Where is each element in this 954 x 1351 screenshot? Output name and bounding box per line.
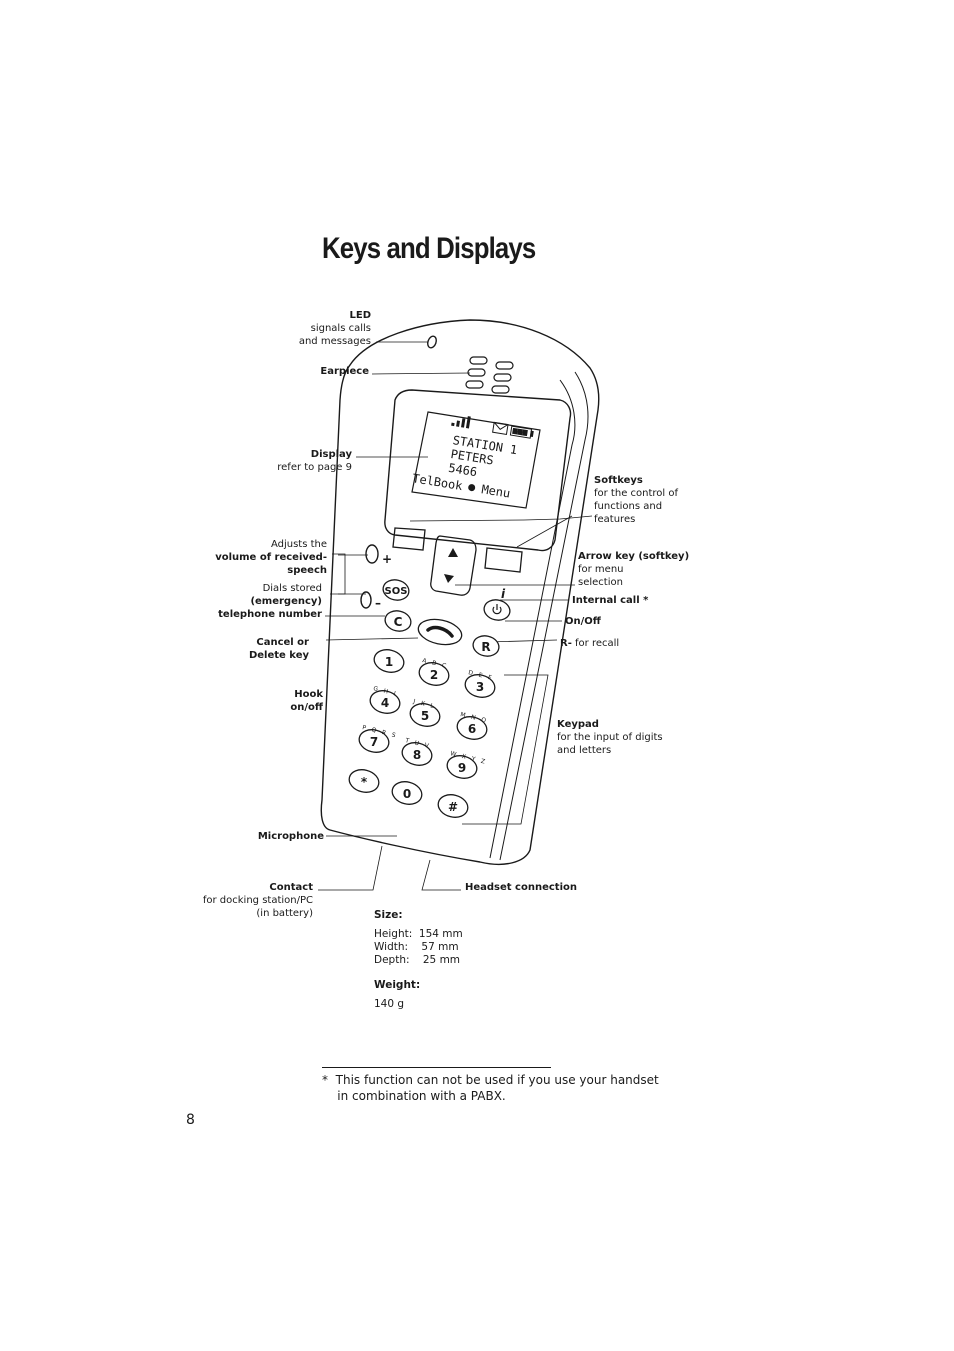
message-envelope-icon (492, 421, 509, 435)
recall-key-label: R (481, 640, 490, 654)
label-onoff: On/Off (565, 616, 601, 627)
spec-height: Height: 154 mm (374, 928, 463, 940)
label-internal-call: Internal call * (572, 595, 649, 606)
page-number: 8 (186, 1112, 195, 1128)
sos-key (382, 579, 410, 601)
info-icon: i (501, 587, 506, 601)
keypad-digit: 6 (468, 722, 476, 736)
led-indicator (427, 335, 437, 349)
volume-key (365, 544, 379, 564)
keypad-key-1[interactable] (372, 647, 406, 676)
display-line-3: 5466 (447, 461, 478, 479)
earpiece-grille (465, 356, 514, 394)
footnote: * This function can not be used if you u… (322, 1073, 659, 1103)
signal-strength-icon (451, 416, 471, 429)
keypad-digit: 5 (421, 709, 429, 723)
cancel-key-label: C (394, 615, 403, 629)
label-keypad: Keypad for the input of digits and lette… (557, 719, 663, 756)
keypad-digit: * (361, 775, 368, 789)
lcd-content: STATION 1 PETERS 5466 TelBook Menu (411, 416, 534, 501)
label-arrow-key: Arrow key (softkey) for menu selection (578, 551, 690, 588)
sos-side-key (360, 591, 372, 609)
footnote-rule (322, 1067, 551, 1068)
label-led: LED signals calls and messages (298, 310, 371, 347)
keypad-key-8[interactable] (400, 740, 434, 769)
minus-sign: – (375, 596, 381, 610)
keypad-key-7[interactable] (357, 727, 391, 756)
keypad-digit: # (448, 800, 458, 814)
sos-key-label: SOS (385, 586, 408, 597)
label-earpiece: Earpiece (320, 366, 369, 377)
spec-width: Width: 57 mm (374, 941, 459, 953)
keypad-key-2[interactable] (417, 660, 451, 689)
display-softkey-right-label: Menu (480, 482, 511, 500)
label-microphone: Microphone (257, 831, 324, 842)
keypad-digit: 3 (476, 680, 484, 694)
spec-weight: 140 g (374, 998, 405, 1010)
softkey-left (392, 527, 426, 551)
hook-key (417, 618, 463, 646)
keypad-digit: 9 (458, 761, 466, 775)
cancel-key (384, 610, 412, 632)
label-recall: R- for recall (560, 638, 620, 649)
keypad-key-6[interactable] (455, 714, 489, 743)
recall-key (472, 635, 500, 657)
display-line-2: PETERS (450, 447, 495, 468)
keypad-key-0[interactable] (390, 779, 424, 808)
label-softkeys: Softkeys for the control of functions an… (594, 475, 678, 525)
keypad-key-9[interactable] (445, 753, 479, 782)
size-heading: Size: (374, 909, 403, 921)
navigation-dot-icon (468, 484, 476, 492)
keypad-digit: 8 (413, 748, 421, 762)
keypad-digit: 4 (381, 696, 389, 710)
page-title: Keys and Displays (322, 232, 536, 265)
keypad-key-3[interactable] (463, 672, 497, 701)
handset-body (320, 319, 600, 866)
keypad-digit: 0 (403, 787, 411, 801)
arrow-down-icon (444, 574, 454, 583)
label-display: Display refer to page 9 (277, 449, 352, 473)
arrow-key (430, 535, 477, 596)
keypad-digit: 7 (370, 735, 378, 749)
softkey-right (484, 547, 523, 573)
keypad-digit: 1 (385, 655, 393, 669)
label-emergency-dial: Dials stored (emergency) telephone numbe… (218, 583, 322, 620)
label-volume: Adjusts the volume of received- speech (215, 539, 327, 576)
display-bezel (384, 389, 572, 552)
label-cancel: Cancel or Delete key (248, 637, 309, 661)
keypad-key-hash[interactable] (436, 792, 470, 821)
keypad-digit: 2 (430, 668, 438, 682)
plus-sign: + (382, 552, 392, 566)
keypad-key-star[interactable] (347, 767, 381, 796)
keypad: 12A B C3D E F4G H I5J K L6M N O7P Q R S8… (347, 647, 497, 821)
label-headset: Headset connection (465, 882, 577, 893)
keypad-key-5[interactable] (408, 701, 442, 730)
specifications: Size: Height: 154 mm Width: 57 mm Depth:… (374, 909, 463, 1011)
arrow-up-icon (448, 548, 458, 557)
spec-depth: Depth: 25 mm (374, 954, 461, 966)
label-hook: Hook on/off (290, 689, 323, 713)
handset-icon (426, 625, 454, 638)
weight-heading: Weight: (374, 979, 421, 991)
keypad-key-4[interactable] (368, 688, 402, 717)
battery-icon (509, 425, 534, 439)
power-icon (492, 604, 502, 615)
label-contact: Contact for docking station/PC (in batte… (202, 882, 313, 919)
